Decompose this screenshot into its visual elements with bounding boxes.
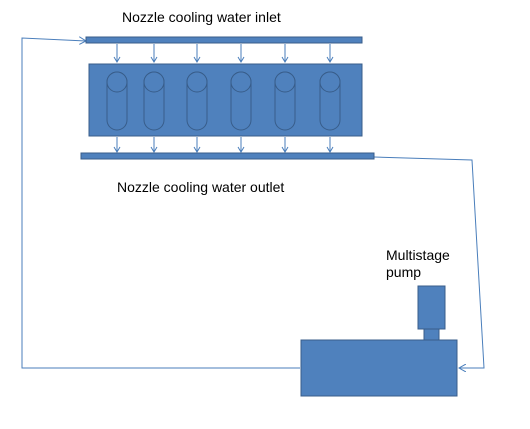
outlet-arrow-head xyxy=(150,146,158,153)
pump-coupling xyxy=(423,328,440,341)
return-pipe-line xyxy=(21,38,300,369)
outlet-arrow-head xyxy=(281,146,289,153)
outlet-arrow-head xyxy=(326,146,334,153)
inlet-arrow-head xyxy=(113,56,121,63)
pump-motor xyxy=(417,285,446,330)
outlet-flow-arrows xyxy=(113,137,334,153)
inlet-arrow-head xyxy=(150,56,158,63)
inlet-arrow-head xyxy=(193,56,201,63)
outlet-arrow-head xyxy=(193,146,201,153)
outlet-pipe-line xyxy=(373,156,485,368)
nozzle-group xyxy=(106,71,341,131)
inlet-flow-arrows xyxy=(113,44,334,63)
pump-body xyxy=(300,339,458,397)
nozzle-top xyxy=(230,71,252,93)
nozzle-top xyxy=(319,71,341,93)
outlet-arrow-head xyxy=(237,146,245,153)
outlet-label: Nozzle cooling water outlet xyxy=(117,179,285,195)
pump-label: Multistage pump xyxy=(386,247,450,280)
inlet-header-bar xyxy=(85,36,363,44)
inlet-label: Nozzle cooling water inlet xyxy=(122,9,281,25)
nozzle-top xyxy=(106,71,128,93)
outlet-header-bar xyxy=(80,152,375,160)
inlet-arrow-head xyxy=(237,56,245,63)
inlet-arrow-head xyxy=(326,56,334,63)
outlet-arrow-head xyxy=(113,146,121,153)
nozzle-top xyxy=(143,71,165,93)
inlet-arrow-head xyxy=(281,56,289,63)
nozzle-top xyxy=(274,71,296,93)
nozzle-block xyxy=(88,63,363,137)
nozzle-top xyxy=(186,71,208,93)
